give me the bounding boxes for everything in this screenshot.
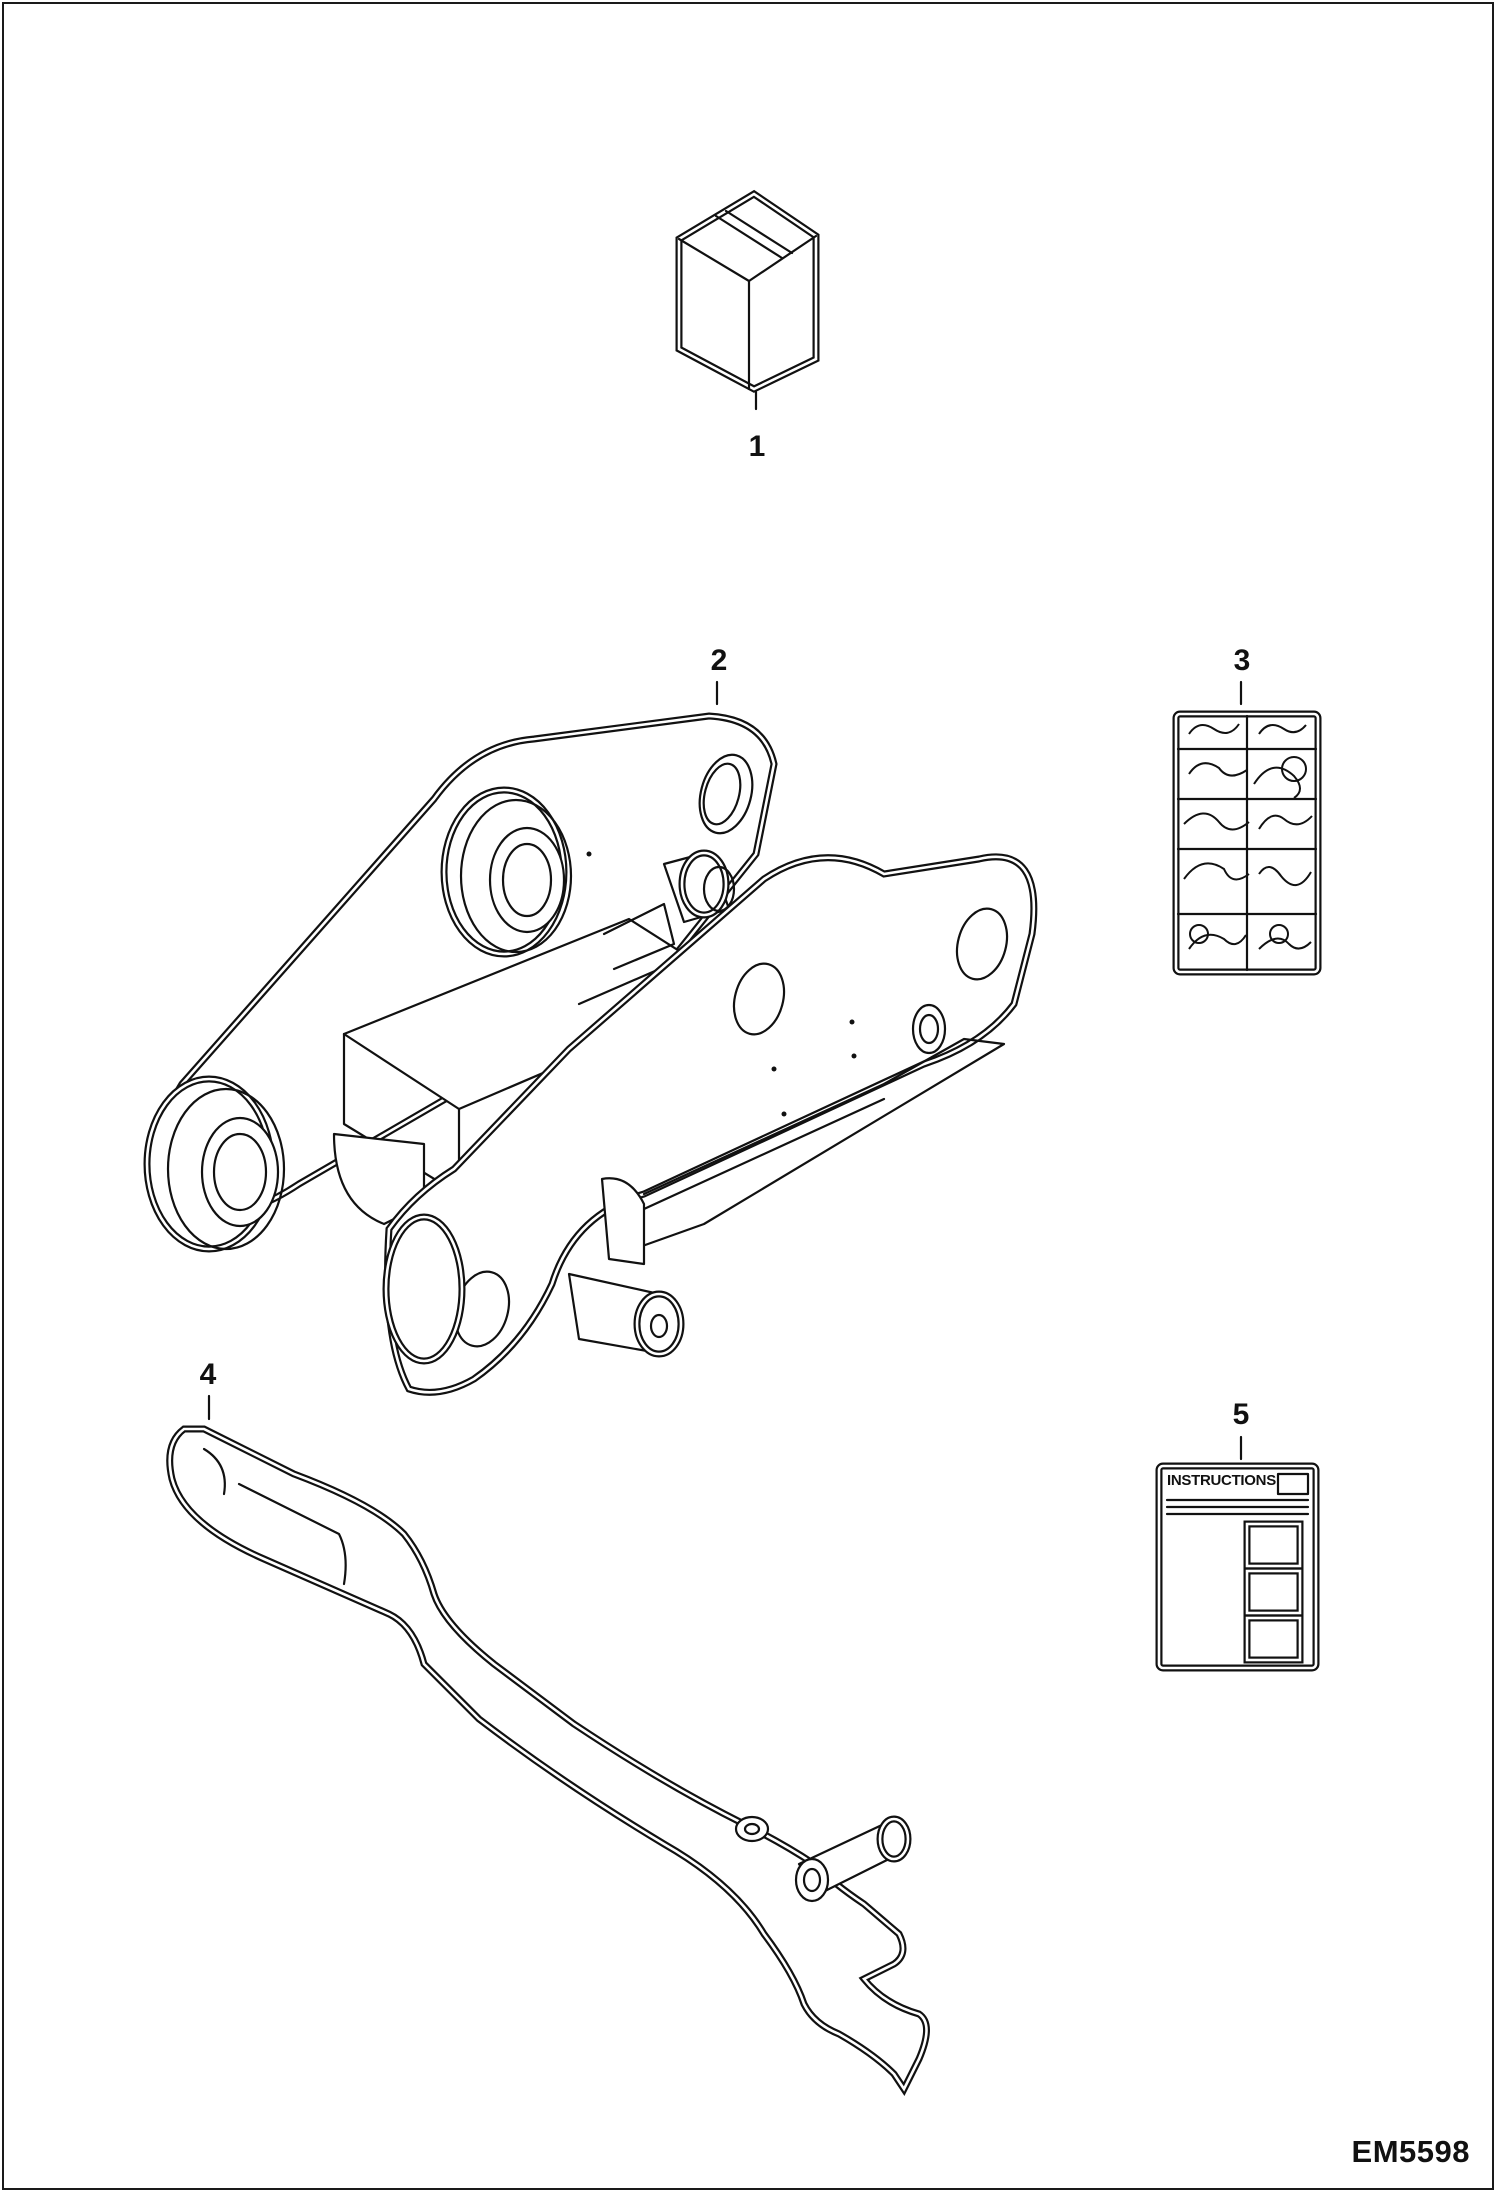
callout-4: 4 bbox=[199, 1358, 217, 1391]
decal-5-header-text: INSTRUCTIONS bbox=[1167, 1472, 1276, 1489]
callout-1: 1 bbox=[748, 430, 766, 463]
figure-id: EM5598 bbox=[1351, 2134, 1470, 2169]
callout-2: 2 bbox=[710, 644, 728, 677]
part-3-pictorial-decal bbox=[1172, 680, 1322, 976]
part-2-coupler-frame bbox=[143, 680, 1038, 1396]
callout-5: 5 bbox=[1232, 1398, 1250, 1431]
part-4-release-lever bbox=[166, 1394, 930, 2096]
exploded-parts-drawing bbox=[143, 189, 1322, 2096]
callout-3: 3 bbox=[1233, 644, 1251, 677]
part-1-box bbox=[675, 189, 820, 411]
part-5-instruction-decal bbox=[1155, 1435, 1320, 1672]
